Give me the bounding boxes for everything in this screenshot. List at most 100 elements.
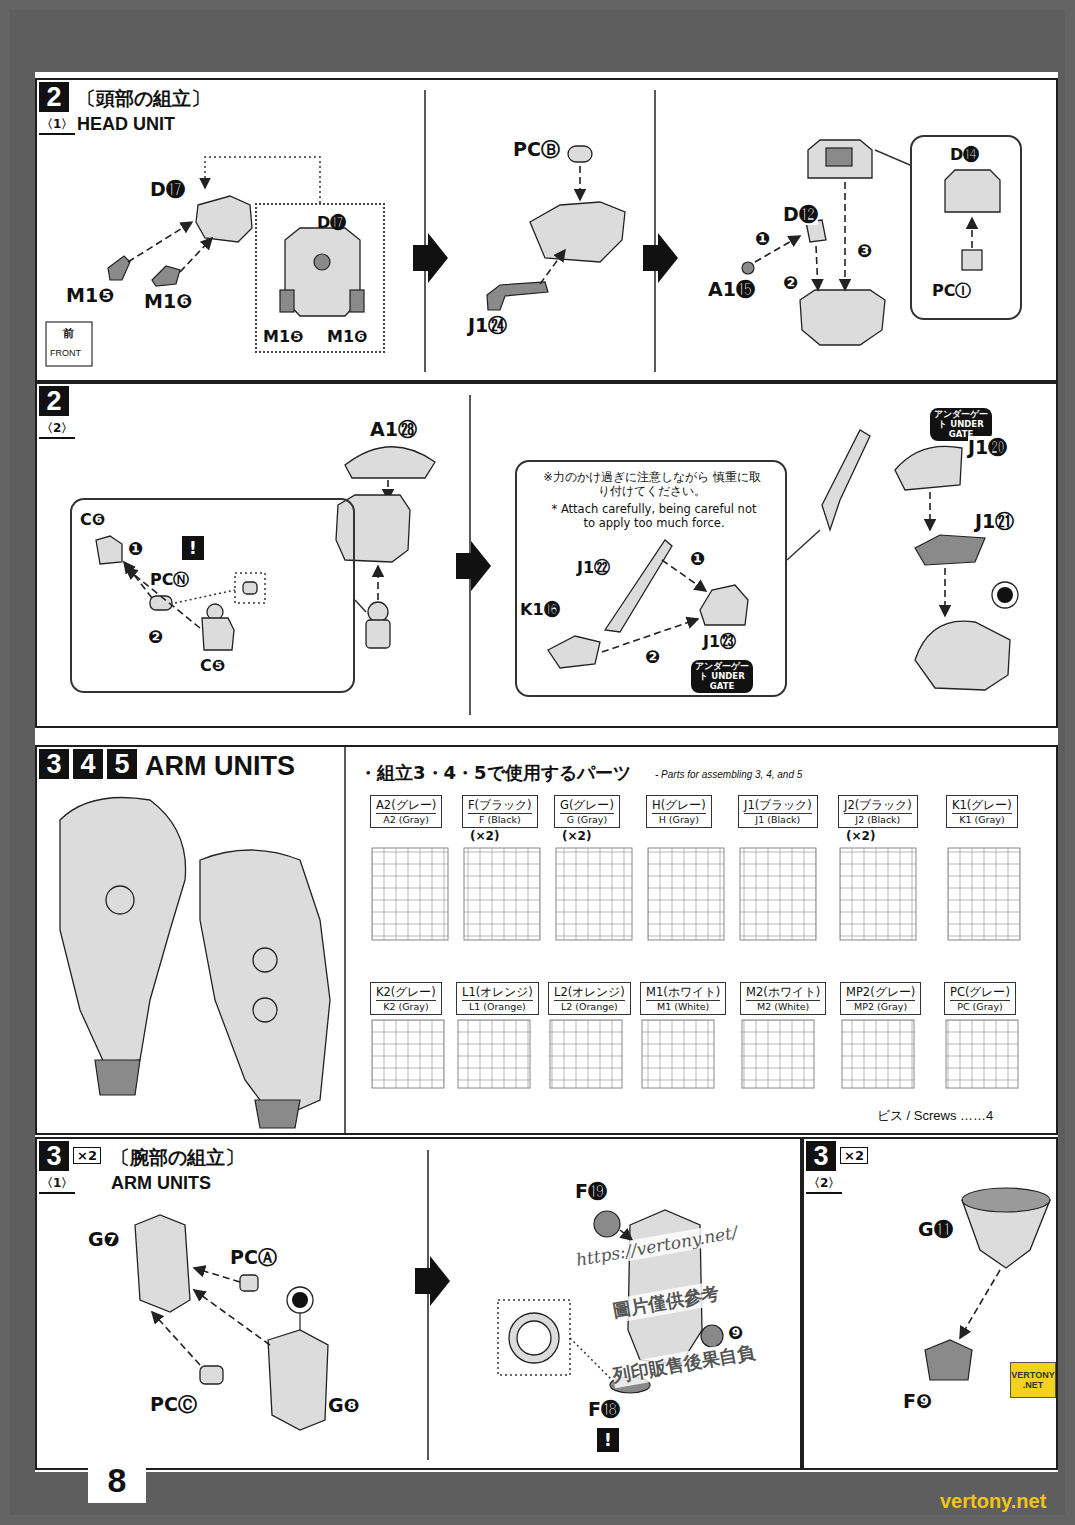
sprue-name: M2(ホワイト) <box>746 985 820 1001</box>
part-label: F⓳ <box>575 1180 607 1202</box>
head-parts <box>205 157 320 203</box>
part-label: G⓫ <box>918 1218 953 1240</box>
sprue-diagrams <box>464 848 540 940</box>
step-heading: 〔頭部の組立〕 <box>77 86 210 112</box>
sprue-box: K1(グレー)K1 (Gray) <box>946 795 1018 828</box>
sprue-name-en: L1 (Orange) <box>462 1001 533 1012</box>
section-title: ARM UNITS <box>145 751 295 782</box>
sprue-box: MP2(グレー)MP2 (Gray) <box>840 982 921 1015</box>
head-parts-2 <box>377 566 379 600</box>
arm-overview <box>95 1060 140 1095</box>
sprue-name-en: M1 (White) <box>646 1001 720 1012</box>
head-parts-2 <box>96 536 122 564</box>
sprue-diagrams <box>840 848 916 940</box>
head-parts-2 <box>126 568 200 628</box>
sprue-name: M1(ホワイト) <box>646 985 720 1001</box>
arm-parts <box>292 1292 308 1308</box>
page-ground <box>35 72 1058 1472</box>
step-panel: 3×2 〈2〉 <box>802 1137 1058 1470</box>
sprue-box: J1(ブラック)J1 (Black) <box>738 795 818 828</box>
sprue-name: G(グレー) <box>560 798 614 814</box>
part-label: PCⒾ <box>932 281 971 302</box>
head-parts-2 <box>822 430 870 530</box>
arm-parts <box>152 1312 200 1365</box>
part-label: D⓬ <box>783 203 818 225</box>
part-label: C❺ <box>200 656 225 675</box>
head-parts <box>350 290 364 312</box>
sprue-box: A2(グレー)A2 (Gray) <box>370 795 442 828</box>
step-number: 3 <box>806 1141 836 1171</box>
caution-note: * Attach carefully, being careful not to… <box>547 502 761 531</box>
watermark: 列印販售後果自負 <box>611 1340 757 1389</box>
caution-mark: ! <box>597 1428 619 1452</box>
head-parts-2 <box>944 568 946 616</box>
head-parts <box>487 282 548 310</box>
part-label: A1⓯ <box>708 278 755 300</box>
head-parts <box>128 222 192 262</box>
part-label: C❻ <box>80 510 105 529</box>
quantity-mark: ×2 <box>840 1147 868 1164</box>
head-parts <box>579 166 581 200</box>
sprue-box: PC(グレー)PC (Gray) <box>944 982 1016 1015</box>
watermark-site: vertony.net <box>940 1490 1046 1513</box>
part-label: F❾ <box>903 1390 932 1412</box>
detail-inset: D⓮ PCⒾ <box>910 135 1022 320</box>
sprue-name-en: J1 (Black) <box>744 814 812 825</box>
sprue-name-en: M2 (White) <box>746 1001 820 1012</box>
callout-number: ❶ <box>128 538 143 559</box>
step-number: 2 <box>39 82 69 112</box>
callout-number: ❶ <box>690 548 705 569</box>
head-parts-2 <box>124 562 152 598</box>
sprue-name: A2(グレー) <box>376 798 436 814</box>
sprue-diagrams <box>372 1020 444 1088</box>
part-label: M1❺ <box>66 284 114 306</box>
sprue-name-en: K2 (Gray) <box>376 1001 436 1012</box>
watermark: 圖片僅供參考 <box>611 1281 722 1323</box>
arm-parts <box>268 1330 328 1430</box>
sprue-name: H(グレー) <box>652 798 706 814</box>
part-label: D⓮ <box>950 145 979 164</box>
substep-label: 〈2〉 <box>806 1175 842 1194</box>
head-parts <box>808 140 872 178</box>
page-number: 8 <box>108 1461 127 1500</box>
caution-note: ※力のかけ過ぎに注意しながら 慎重に取り付けてください。 <box>539 470 765 499</box>
quantity-note: (×2) <box>562 829 591 843</box>
part-label: F⓲ <box>588 1398 620 1420</box>
sprue-name-en: K1 (Gray) <box>952 814 1012 825</box>
arm-overview <box>60 798 330 1129</box>
parts-heading: ・組立3・4・5で使用するパーツ <box>359 761 631 785</box>
step-number: 2 <box>39 386 69 416</box>
arm-overview <box>255 1100 300 1128</box>
arm-parts <box>594 1211 620 1237</box>
step-number: 3 <box>39 749 69 779</box>
step-number: 4 <box>73 749 103 779</box>
page-number-box: 8 <box>88 1458 146 1503</box>
head-parts-2 <box>915 621 1010 690</box>
sprue-name-en: L2 (Orange) <box>554 1001 625 1012</box>
head-parts-2 <box>96 430 1018 690</box>
callout-number: ❷ <box>645 646 660 667</box>
substep-label: 〈1〉 <box>39 1175 75 1194</box>
head-parts-2 <box>895 446 962 490</box>
sprue-box: H(グレー)H (Gray) <box>646 795 712 828</box>
quantity-note: (×2) <box>470 829 499 843</box>
sprue-name: F(ブラック) <box>468 798 532 814</box>
dividers <box>413 233 448 283</box>
head-parts <box>46 140 1000 366</box>
sprue-diagrams <box>550 1020 622 1088</box>
sprue-box: M1(ホワイト)M1 (White) <box>640 982 726 1015</box>
arm-parts <box>960 1270 1000 1338</box>
sprue-name: MP2(グレー) <box>846 985 915 1001</box>
sprue-diagrams <box>648 848 724 940</box>
part-label: PCⒶ <box>230 1245 277 1271</box>
head-parts-2 <box>336 495 410 562</box>
arm-overview <box>253 998 277 1022</box>
part-label: D⓱ <box>150 178 185 200</box>
quantity-note: (×2) <box>846 829 875 843</box>
step-heading: HEAD UNIT <box>77 114 175 135</box>
sprue-name: PC(グレー) <box>950 985 1010 1001</box>
